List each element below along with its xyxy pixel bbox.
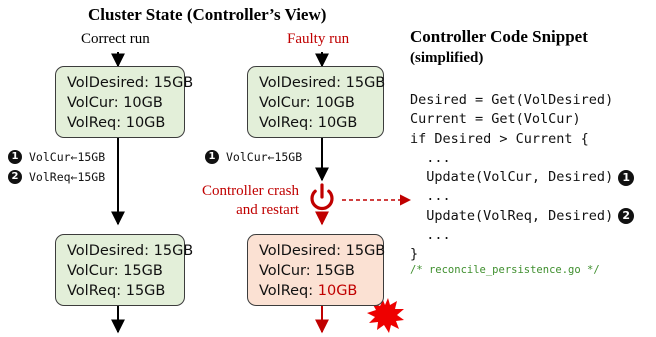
code-line: Update(VolReq, Desired)2	[410, 207, 635, 226]
code-line: if Desired > Current {	[410, 130, 634, 149]
code-line: ...	[410, 226, 634, 245]
cluster-state-title: Cluster State (Controller’s View)	[88, 5, 327, 24]
code-comment: /* reconcile_persistence.go */	[410, 264, 600, 276]
explosion-icon	[367, 298, 404, 333]
code-line: }	[410, 245, 634, 264]
power-icon	[310, 183, 334, 211]
step-badge: 1	[8, 150, 22, 164]
code-text: }	[410, 246, 419, 263]
code-step-badge: 1	[618, 169, 635, 186]
code-text: Update(VolCur, Desired)	[410, 169, 614, 186]
step-text: VolReq←15GB	[29, 170, 106, 184]
crash-label: Controller crash and restart	[196, 182, 299, 220]
code-line: Current = Get(VolCur)	[410, 110, 634, 129]
code-line: Desired = Get(VolDesired)	[410, 91, 634, 110]
code-line: ...	[410, 149, 634, 168]
code-block: Desired = Get(VolDesired) Current = Get(…	[410, 91, 635, 265]
faulty-run-step-1: 1 VolCur←15GB	[205, 150, 302, 164]
faulty-run-final-state: VolDesired: 15GB VolCur: 15GB VolReq: 10…	[247, 234, 386, 306]
correct-run-step-2: 2 VolReq←15GB	[8, 170, 105, 184]
code-text: Update(VolReq, Desired)	[410, 207, 614, 224]
code-text: ...	[410, 227, 451, 244]
state-field: VolDesired: 15GB	[67, 243, 194, 259]
state-field: VolCur: 10GB	[259, 95, 355, 111]
state-field: VolDesired: 15GB	[259, 243, 386, 259]
stale-value: 10GB	[317, 283, 358, 299]
state-field-key: VolReq:	[259, 283, 318, 299]
correct-run-initial-state: VolDesired: 15GB VolCur: 10GB VolReq: 10…	[55, 66, 194, 138]
crash-label-line-2: and restart	[236, 202, 299, 218]
state-field: VolReq: 10GB	[259, 115, 358, 131]
faulty-run-label: Faulty run	[287, 31, 350, 47]
code-snippet-title: Controller Code Snippet	[410, 27, 588, 46]
state-field: VolDesired: 15GB	[259, 75, 386, 91]
state-field-stale: VolReq: 10GB	[259, 281, 383, 301]
state-field: VolCur: 15GB	[67, 263, 163, 279]
correct-run-step-1: 1 VolCur←15GB	[8, 150, 105, 164]
correct-run-label: Correct run	[81, 31, 150, 47]
state-field: VolCur: 10GB	[67, 95, 163, 111]
state-field: VolReq: 15GB	[67, 283, 166, 299]
step-text: VolCur←15GB	[29, 150, 106, 164]
code-text: Desired = Get(VolDesired)	[410, 92, 614, 108]
crash-label-line-1: Controller crash	[201, 183, 299, 199]
state-field: VolCur: 15GB	[259, 263, 355, 279]
code-line: Update(VolCur, Desired)1	[410, 168, 635, 187]
code-line: ...	[410, 187, 634, 206]
faulty-run-initial-state: VolDesired: 15GB VolCur: 10GB VolReq: 10…	[247, 66, 386, 138]
code-snippet-subtitle: (simplified)	[410, 50, 484, 66]
code-text: ...	[410, 188, 451, 205]
code-text: Current = Get(VolCur)	[410, 111, 581, 128]
step-badge: 2	[8, 170, 22, 184]
step-badge: 1	[205, 150, 219, 164]
state-field: VolReq: 10GB	[67, 115, 166, 131]
correct-run-final-state: VolDesired: 15GB VolCur: 15GB VolReq: 15…	[55, 234, 194, 306]
code-text: if Desired > Current {	[410, 130, 589, 147]
code-step-badge: 2	[618, 208, 635, 225]
state-field: VolDesired: 15GB	[67, 75, 194, 91]
step-text: VolCur←15GB	[226, 150, 303, 164]
code-text: ...	[410, 149, 451, 166]
